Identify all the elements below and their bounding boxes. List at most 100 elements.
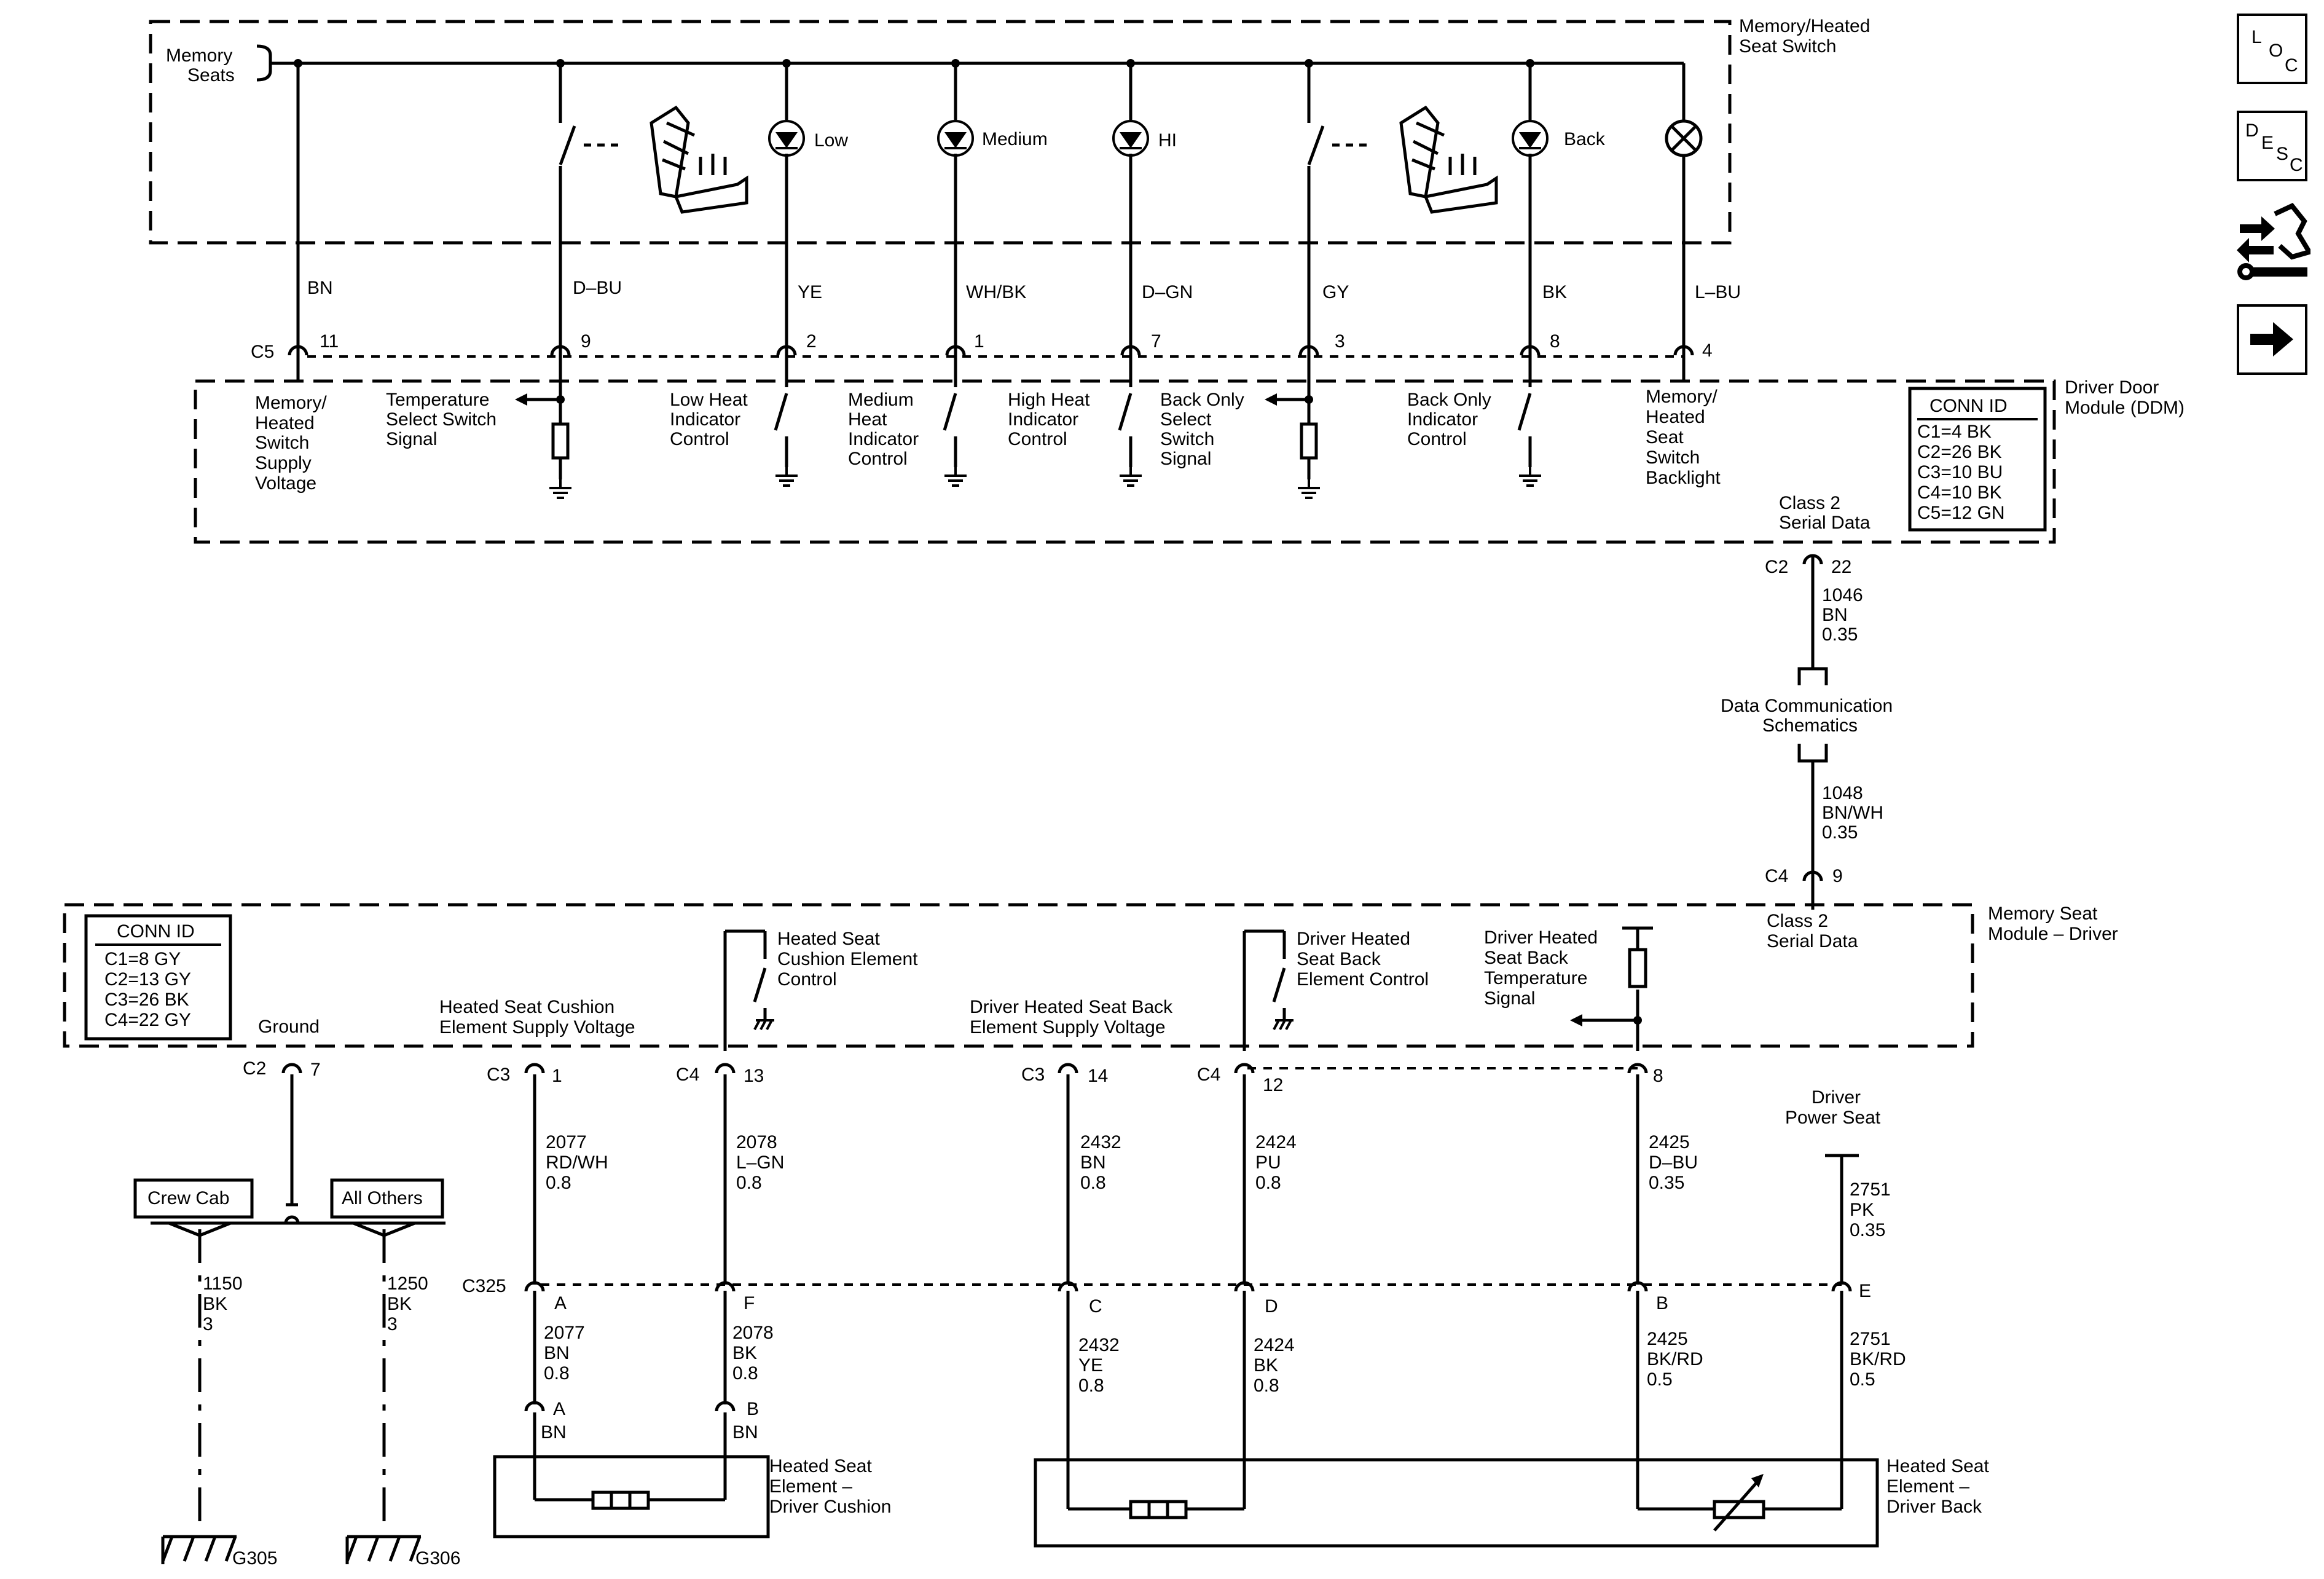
svg-text:2425: 2425 [1649, 1132, 1690, 1152]
ddm-box [194, 379, 2056, 544]
svg-text:D–BU: D–BU [573, 278, 622, 298]
svg-text:BN: BN [541, 1422, 567, 1443]
svg-text:0.8: 0.8 [732, 1363, 758, 1384]
switch-hi-label: HI [1158, 130, 1177, 151]
svg-text:Voltage: Voltage [255, 473, 316, 494]
svg-text:Signal: Signal [1160, 449, 1211, 469]
svg-text:C2: C2 [1765, 557, 1788, 577]
svg-text:Element Supply Voltage: Element Supply Voltage [970, 1017, 1166, 1038]
svg-text:F: F [744, 1293, 755, 1313]
svg-text:D–GN: D–GN [1142, 282, 1193, 302]
svg-text:B: B [1656, 1293, 1668, 1313]
svg-text:C4=22 GY: C4=22 GY [104, 1010, 191, 1030]
svg-text:0.5: 0.5 [1850, 1369, 1875, 1390]
svg-text:12: 12 [1263, 1075, 1283, 1095]
svg-text:2078: 2078 [732, 1323, 774, 1343]
svg-text:BN: BN [544, 1343, 570, 1363]
svg-text:Heated Seat: Heated Seat [1886, 1456, 1989, 1476]
svg-text:2077: 2077 [546, 1132, 587, 1152]
svg-text:C5: C5 [251, 342, 274, 362]
top-wire-colors: BN D–BU YE WH/BK D–GN GY BK L–BU [307, 278, 1741, 302]
svg-text:1: 1 [974, 331, 984, 352]
svg-text:Data Communication: Data Communication [1721, 696, 1893, 716]
svg-text:BN: BN [1822, 605, 1848, 625]
svg-text:Schematics: Schematics [1762, 715, 1858, 736]
svg-text:BK/RD: BK/RD [1647, 1349, 1703, 1369]
svg-text:PK: PK [1850, 1200, 1874, 1220]
svg-text:Switch: Switch [255, 433, 309, 453]
svg-text:Medium: Medium [848, 390, 914, 410]
svg-text:Signal: Signal [1484, 988, 1535, 1009]
svg-text:3: 3 [203, 1314, 213, 1334]
svg-text:1: 1 [552, 1066, 562, 1086]
svg-text:BK: BK [1254, 1355, 1278, 1376]
svg-text:Indicator: Indicator [670, 409, 740, 430]
svg-text:0.35: 0.35 [1822, 822, 1858, 843]
seat-heat-icon [650, 105, 748, 214]
connector-tool-icon[interactable] [2237, 203, 2314, 283]
svg-text:A: A [553, 1399, 565, 1419]
svg-text:Backlight: Backlight [1646, 468, 1721, 488]
svg-text:1046: 1046 [1822, 585, 1863, 605]
svg-text:2: 2 [806, 331, 817, 352]
svg-text:0.8: 0.8 [1255, 1173, 1281, 1193]
svg-text:Memory/: Memory/ [1646, 387, 1717, 407]
svg-text:C4=10 BK: C4=10 BK [1917, 482, 2002, 503]
svg-text:B: B [747, 1399, 759, 1419]
svg-text:WH/BK: WH/BK [966, 282, 1026, 302]
svg-text:4: 4 [1702, 341, 1713, 361]
svg-text:0.8: 0.8 [546, 1173, 571, 1193]
ground-g306: G306 [415, 1548, 460, 1569]
svg-text:0.8: 0.8 [736, 1173, 762, 1193]
svg-text:L–BU: L–BU [1695, 282, 1741, 302]
switch-box [149, 20, 1732, 245]
svg-text:2432: 2432 [1078, 1335, 1120, 1355]
svg-text:Heated Seat: Heated Seat [777, 929, 880, 949]
svg-text:0.35: 0.35 [1822, 624, 1858, 645]
next-button[interactable] [2237, 304, 2307, 375]
svg-text:Control: Control [848, 449, 908, 469]
desc-letter-d: D [2245, 120, 2259, 141]
loc-button[interactable]: L O C [2237, 14, 2307, 84]
svg-text:2077: 2077 [544, 1323, 585, 1343]
svg-text:8: 8 [1653, 1066, 1663, 1086]
svg-text:0.5: 0.5 [1647, 1369, 1673, 1390]
svg-text:C3: C3 [1021, 1065, 1045, 1085]
svg-text:BN/WH: BN/WH [1822, 803, 1883, 823]
svg-text:Temperature: Temperature [386, 390, 489, 410]
svg-text:11: 11 [320, 331, 339, 352]
svg-text:C4: C4 [1197, 1065, 1220, 1085]
svg-text:BN: BN [1080, 1152, 1106, 1173]
svg-text:Class 2: Class 2 [1779, 493, 1840, 513]
svg-text:Heated: Heated [255, 413, 315, 433]
arrow-right-icon [2250, 322, 2293, 356]
svg-text:9: 9 [1832, 866, 1843, 886]
cushion-pins: ABN BBN [541, 1399, 759, 1443]
svg-text:2424: 2424 [1254, 1335, 1295, 1355]
desc-button[interactable]: D E S C [2237, 111, 2307, 181]
msm-conn-id: CONN ID C1=8 GY C2=13 GY C3=26 BK C4=22 … [104, 921, 195, 1030]
svg-text:1048: 1048 [1822, 783, 1863, 803]
svg-text:Seat Back: Seat Back [1484, 948, 1569, 968]
svg-text:Switch: Switch [1160, 429, 1214, 449]
svg-text:Signal: Signal [386, 429, 437, 449]
svg-text:2078: 2078 [736, 1132, 777, 1152]
svg-text:3: 3 [387, 1314, 398, 1334]
svg-text:Heat: Heat [848, 409, 887, 430]
svg-text:Indicator: Indicator [1407, 409, 1478, 430]
desc-letter-c: C [2290, 155, 2303, 175]
svg-text:2432: 2432 [1080, 1132, 1121, 1152]
data-comm-link[interactable]: Data Communication Schematics [1721, 696, 1893, 736]
msm-box [63, 903, 1974, 1048]
cushion-element-label: Heated Seat Element – Driver Cushion [769, 1456, 891, 1517]
svg-text:Control: Control [1008, 429, 1067, 449]
